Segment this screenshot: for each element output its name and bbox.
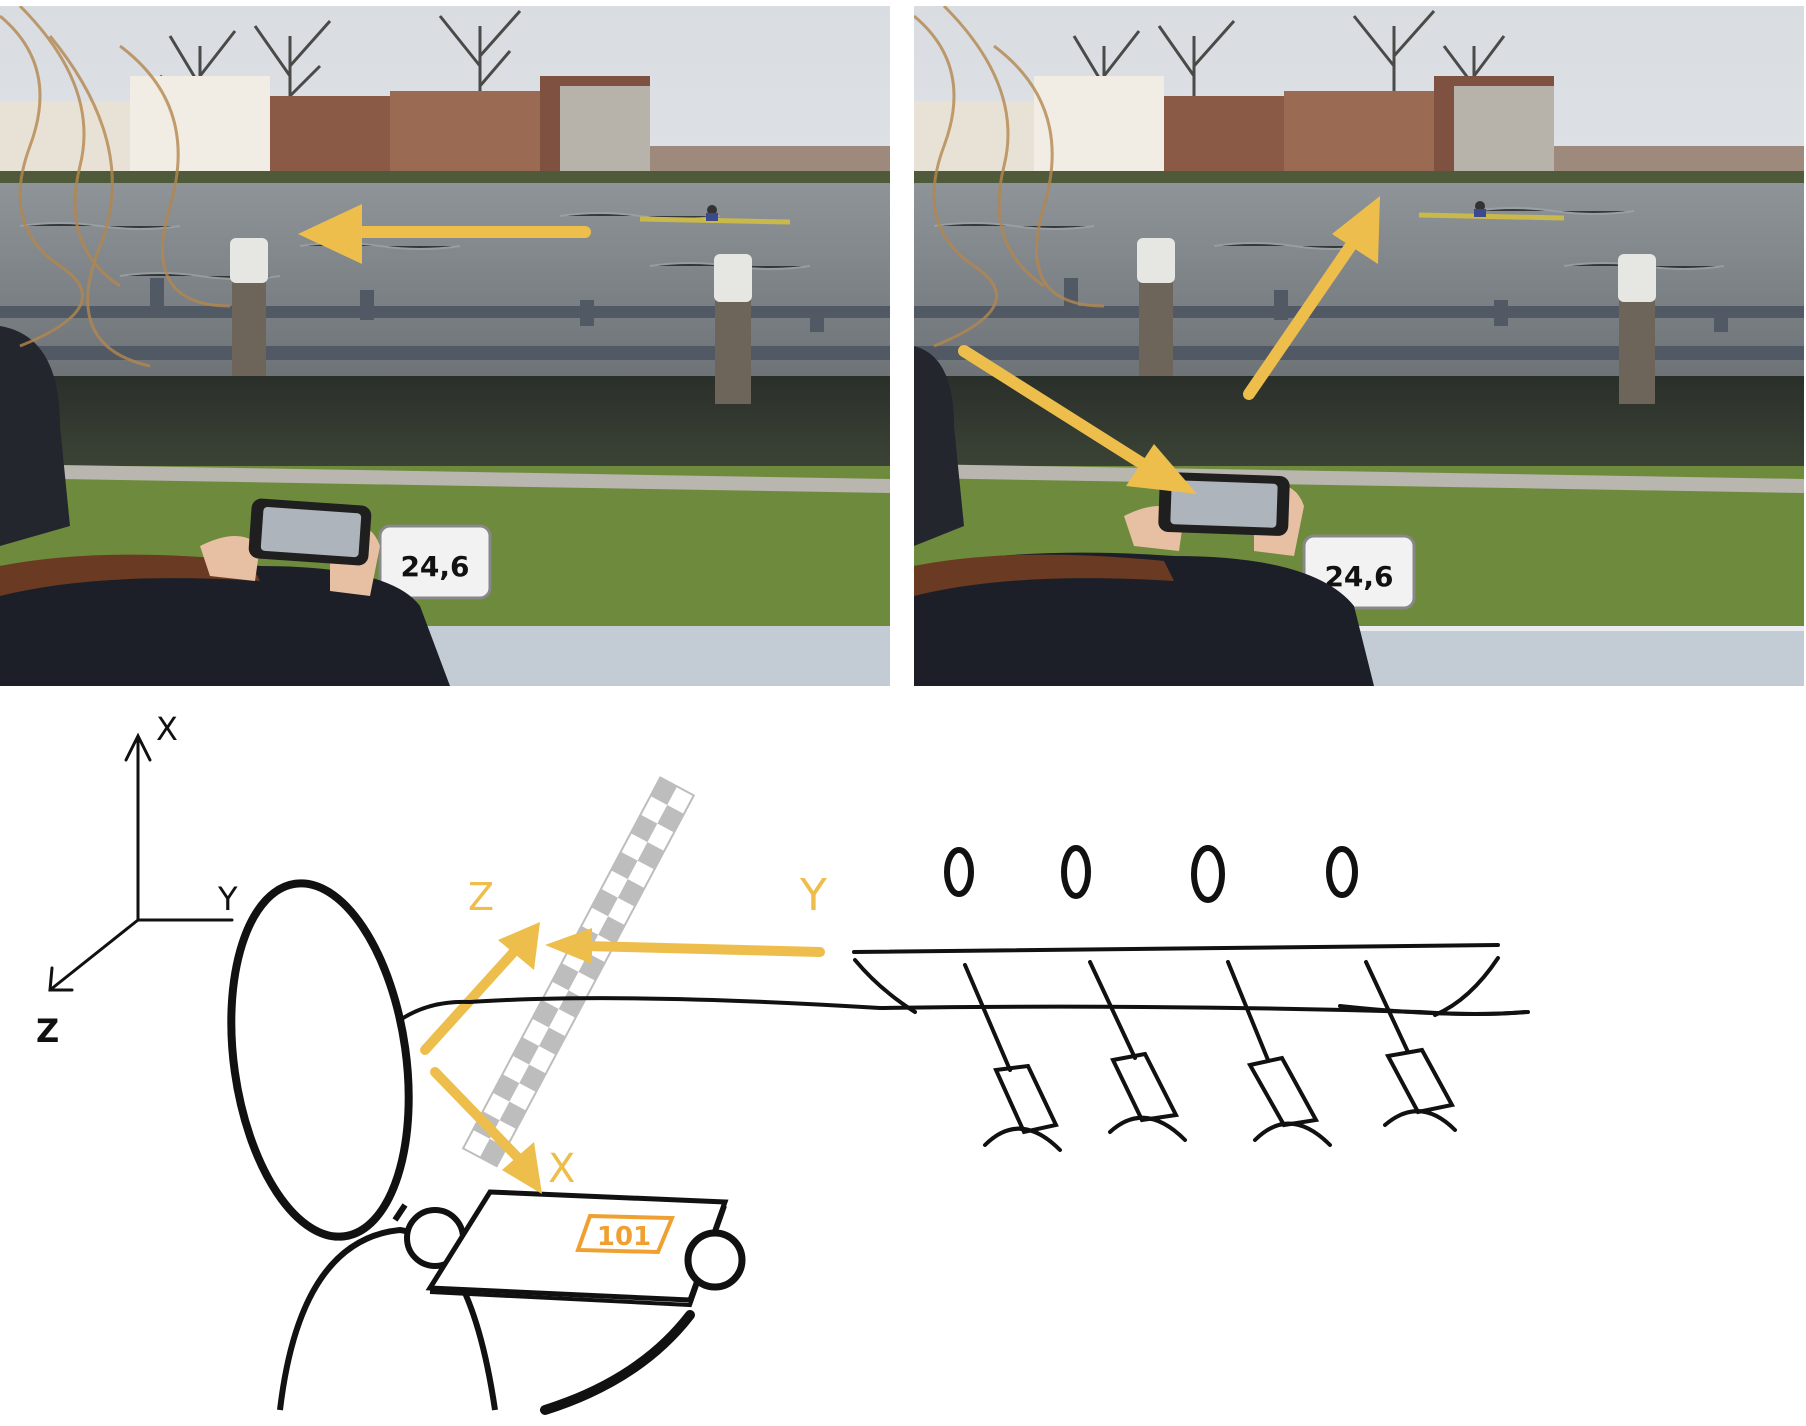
world-axes xyxy=(48,732,234,992)
km-marker-text: 24,6 xyxy=(1324,560,1393,593)
device: 101 xyxy=(404,1189,746,1308)
oar-2 xyxy=(1088,960,1187,1142)
crew-head-2 xyxy=(1061,845,1091,899)
km-marker-sign: 24,6 xyxy=(378,524,492,600)
oar-4 xyxy=(1364,960,1457,1132)
device-x-arrowhead xyxy=(502,1142,542,1194)
world-z-label: Z xyxy=(36,1012,59,1050)
world-x-arrowhead xyxy=(124,732,152,762)
world-x-label: X xyxy=(156,710,178,748)
railing xyxy=(914,278,1804,360)
km-marker-text: 24,6 xyxy=(400,550,469,583)
device-y-arrowhead xyxy=(545,928,592,964)
device-x-axis xyxy=(430,1067,530,1170)
near-water xyxy=(914,376,1804,471)
oar-1 xyxy=(963,963,1062,1152)
buildings xyxy=(0,76,890,171)
crew-head-1 xyxy=(944,847,974,897)
sketch-diagram: X Y Z 101 xyxy=(36,710,1530,1415)
rower-head xyxy=(227,879,413,1241)
photo-left: 24,6 xyxy=(0,6,890,686)
photo-right: 24,6 xyxy=(914,6,1804,686)
device-y-axis xyxy=(580,941,825,957)
far-bank xyxy=(914,171,1804,183)
boat-bow xyxy=(853,958,917,1014)
world-z-arrowhead xyxy=(48,966,74,992)
photo-right-scene: 24,6 xyxy=(914,6,1804,686)
rowing-boat xyxy=(1418,201,1565,221)
crew-head-4 xyxy=(1326,846,1358,898)
railing xyxy=(0,278,890,360)
person xyxy=(914,346,1374,686)
boat-keel xyxy=(1338,1004,1530,1016)
motion-arrow-down-right xyxy=(958,345,1197,494)
device-screen xyxy=(575,1213,675,1255)
device-x-label: X xyxy=(548,1146,575,1192)
crew-head-3 xyxy=(1191,845,1225,903)
device-z-arrowhead xyxy=(498,922,540,970)
boat-stern xyxy=(1433,956,1500,1017)
device-z-axis xyxy=(420,940,525,1055)
world-y-label: Y xyxy=(217,880,238,918)
boat xyxy=(398,943,1530,1022)
photo-left-scene: 24,6 xyxy=(0,6,890,686)
mooring-posts xyxy=(230,238,752,404)
oar-3 xyxy=(1226,960,1332,1147)
hair-strands xyxy=(0,6,231,368)
motion-arrow xyxy=(298,204,591,264)
buildings xyxy=(914,76,1804,171)
crew xyxy=(944,845,1358,903)
guardrail xyxy=(1344,631,1804,686)
motion-arrow-up-right xyxy=(1243,196,1380,400)
device-screen-text: 101 xyxy=(597,1222,651,1252)
rower-arm xyxy=(540,1310,695,1415)
rower-shoulder-mark xyxy=(392,1203,408,1222)
far-bank xyxy=(0,171,890,183)
oars xyxy=(963,960,1457,1152)
stone-edge xyxy=(914,464,1804,493)
device-y-label: Y xyxy=(799,870,827,921)
rowing-boat xyxy=(639,205,791,225)
rower-torso xyxy=(277,1226,498,1411)
device-z-label: Z xyxy=(468,875,494,919)
near-water xyxy=(0,376,890,471)
hair-strands xyxy=(914,6,1105,348)
stone-edge xyxy=(0,464,890,493)
world-z-axis xyxy=(48,918,140,992)
device-axes xyxy=(420,922,825,1194)
boat-gunwale xyxy=(852,943,1500,954)
person xyxy=(0,326,450,686)
mooring-posts xyxy=(1137,238,1656,404)
guardrail xyxy=(420,626,890,686)
right-hand xyxy=(684,1229,746,1291)
